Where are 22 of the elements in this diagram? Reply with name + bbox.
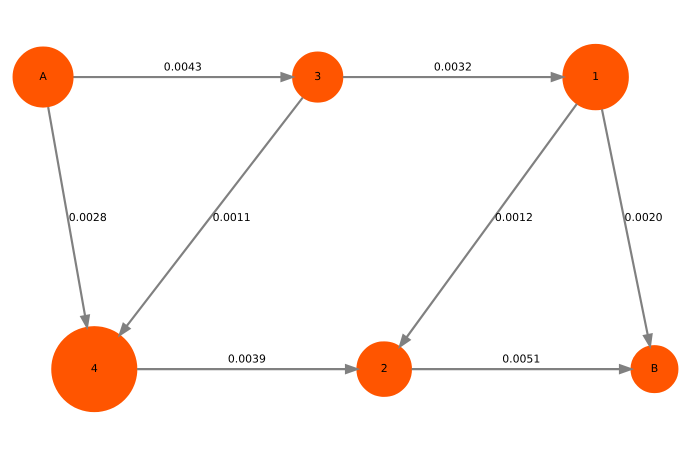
node-circle: A — [12, 46, 74, 108]
arrow — [412, 364, 634, 374]
node-circle: 3 — [292, 51, 344, 103]
arrow — [137, 364, 360, 374]
edge-label: 0.0011 — [212, 210, 251, 224]
arrow — [398, 103, 578, 350]
arrow — [47, 106, 90, 330]
node-circle: 2 — [356, 341, 412, 397]
arrow — [74, 72, 296, 82]
node-circle: 1 — [562, 44, 629, 110]
edge-label: 0.0032 — [434, 60, 472, 74]
edge-label: 0.0051 — [502, 352, 540, 366]
arrow — [118, 96, 304, 338]
edge-label: 0.0020 — [624, 210, 663, 224]
node-circle: 4 — [51, 326, 138, 412]
edge-label: 0.0039 — [228, 352, 266, 366]
edge-label: 0.0012 — [494, 210, 533, 224]
node-circle: B — [630, 345, 678, 394]
edge-label: 0.0043 — [164, 60, 202, 74]
arrow — [342, 72, 566, 82]
edge-label: 0.0028 — [68, 210, 107, 224]
arrow — [600, 108, 653, 350]
